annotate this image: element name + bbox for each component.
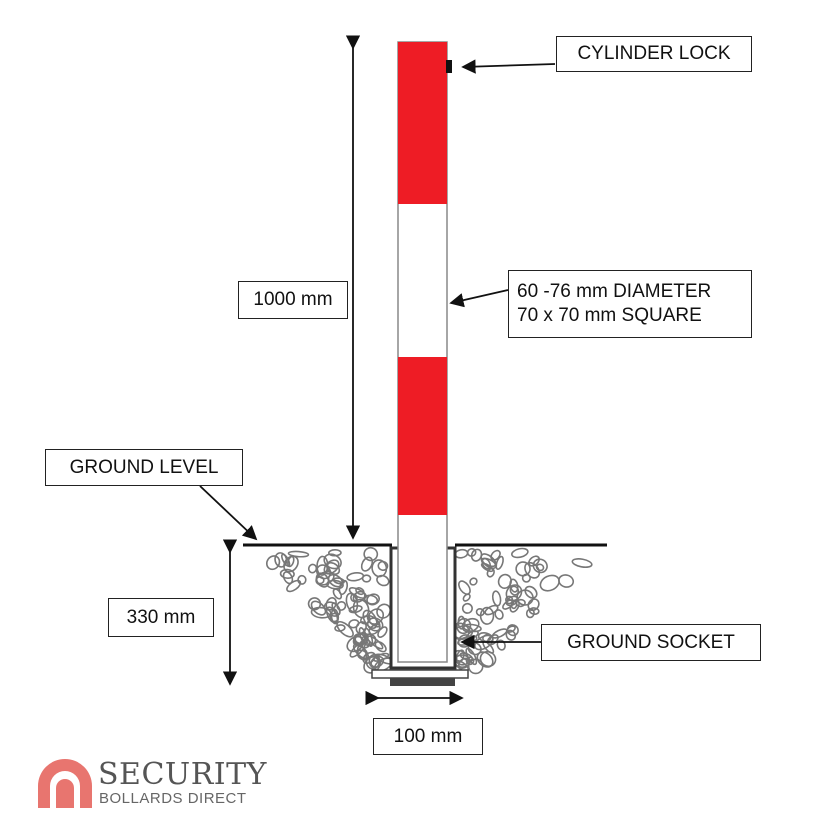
cylinder-lock-icon [446,60,452,73]
lock-pointer [461,59,556,74]
gravel-stone [334,624,346,632]
cylinder-lock-label: CYLINDER LOCK [556,36,752,72]
gravel-stone [287,550,310,558]
height-label: 1000 mm [238,281,348,319]
gravel-stone [310,600,327,616]
diameter-line-1: 60 -76 mm DIAMETER [517,281,712,303]
gravel-stone [323,601,341,617]
gravel-stone [469,577,478,586]
gravel-stone [348,604,363,614]
gravel-stone [484,604,499,616]
gravel-fill [265,546,593,675]
gravel-stone [361,574,372,583]
gravel-stone [506,624,519,637]
gravel-stone [470,548,483,562]
gravel-stone [535,563,545,572]
gravel-stone [362,609,378,629]
gravel-stone [459,652,474,662]
gravel-stone [327,573,344,588]
gravel-stone [476,651,494,668]
gravel-stone [332,588,343,600]
gravel-stone [326,561,341,576]
gravel-stone [307,597,322,611]
gravel-stone [515,561,531,577]
gravel-stone [481,557,492,570]
gravel-stone [528,607,540,615]
gravel-stone [511,547,529,559]
gravel-stone [283,555,299,573]
gravel-stone [491,628,508,639]
gravel-stone [336,620,354,638]
gravel-stone [307,563,318,574]
gravel-stone [524,585,538,599]
gravel-stone [462,593,471,602]
ground-level-label: GROUND LEVEL [45,449,243,486]
gravel-stone [475,608,485,617]
gravel-stone [368,623,381,635]
gravel-stone [494,609,504,620]
diameter-pointer [449,289,509,308]
diameter-label: 60 -76 mm DIAMETER 70 x 70 mm SQUARE [508,270,752,338]
gravel-stone [265,555,281,571]
gravel-stone [346,571,365,582]
gravel-stone [361,633,377,647]
gravel-stone [348,619,360,629]
gravel-stone [491,590,502,607]
gravel-stone [532,558,548,574]
gravel-stone [571,558,593,568]
gravel-stone [495,555,504,570]
width-label: 100 mm [373,718,483,755]
red-band-top [398,42,447,204]
depth-label: 330 mm [108,598,214,637]
ground-level-pointer [199,485,258,541]
gravel-stone [505,595,519,607]
gravel-stone [348,587,367,599]
gravel-stone [279,568,295,579]
gravel-stone [297,574,307,585]
logo-icon [38,759,92,808]
diameter-line-2: 70 x 70 mm SQUARE [517,305,702,326]
gravel-stone [467,658,484,675]
ground-socket-label: GROUND SOCKET [541,624,761,661]
gravel-stone [454,548,469,559]
gravel-stone [461,602,473,614]
gravel-stone [286,579,302,593]
gravel-stone [310,606,332,619]
gravel-stone [360,615,371,625]
gravel-stone [510,600,518,610]
gravel-stone [360,556,374,572]
gravel-stone [363,546,379,562]
gravel-stone [496,639,506,651]
gravel-stone [336,600,347,611]
gravel-stone [455,649,465,664]
socket-foot [390,678,455,686]
gravel-stone [376,574,390,587]
gravel-stone [480,562,494,573]
gravel-stone [376,603,392,619]
gravel-stone [456,617,472,635]
logo-text-bollards-direct: BOLLARDS DIRECT [99,790,247,807]
gravel-stone [374,640,387,653]
gravel-stone [558,574,575,588]
gravel-stone [486,567,495,578]
gravel-stone [539,574,560,592]
gravel-stone [366,617,384,632]
gravel-stone [329,612,340,623]
logo-text-security: SECURITY [98,757,267,792]
gravel-stone [509,578,519,593]
socket-base-plate [371,669,469,679]
red-band-middle [398,357,447,515]
